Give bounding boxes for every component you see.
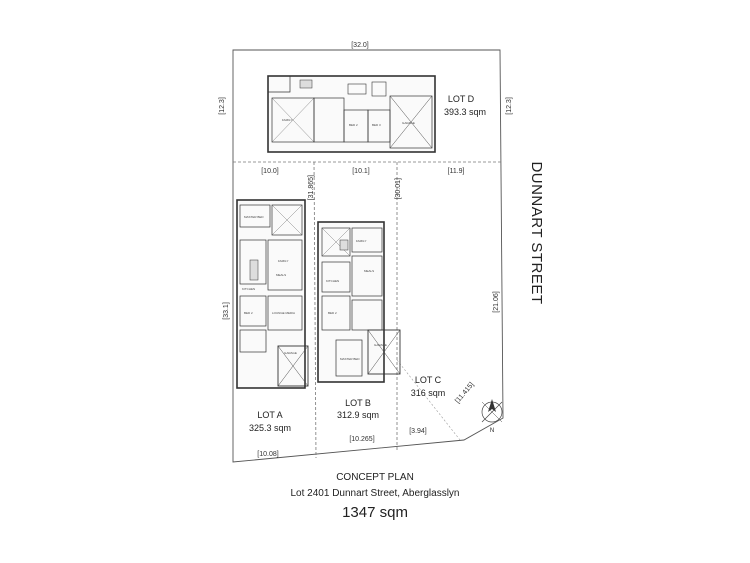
dim-lot-b-right: [30.01]	[395, 178, 402, 199]
lot-b-kitchen-label: KITCHEN	[326, 279, 339, 283]
lot-a-house: MASTER BED FAMILY MEALS KITCHEN BED 2 LO…	[236, 199, 309, 389]
dim-lot-a-side: [33.1]	[223, 302, 230, 320]
caption-total-area: 1347 sqm	[342, 504, 408, 521]
lot-b-meals-label: MEALS	[364, 269, 374, 273]
lot-b-garage-label: GARAGE	[374, 343, 387, 347]
dim-bottom-c: [3.94]	[409, 428, 427, 435]
lot-a-family-label: FAMILY	[278, 259, 288, 263]
lot-d-family-label: FAMILY	[282, 118, 292, 122]
north-label: N	[490, 428, 494, 434]
lot-d-bed-label: BED 2	[349, 123, 358, 127]
dim-lot-d-right: [12.3]	[506, 97, 513, 115]
dim-lot-d-left: [12.3]	[219, 97, 226, 115]
dim-bottom-b: [10.265]	[349, 436, 374, 443]
lot-b-name: LOT B	[345, 398, 371, 408]
lot-d-bed3-label: BED 3	[372, 123, 381, 127]
lot-c-area: 316 sqm	[411, 388, 446, 398]
lot-a-name: LOT A	[257, 410, 282, 420]
lot-b-family-label: FAMILY	[356, 239, 366, 243]
dim-lot-c-side: [21.06]	[493, 291, 500, 312]
lot-a-lounge-label: LOUNGE MEDIA	[272, 311, 295, 315]
dim-mid-c: [11.9]	[448, 168, 465, 175]
dim-lot-b-left: [31.865]	[308, 175, 315, 200]
site-boundary	[232, 49, 504, 463]
lot-d-area: 393.3 sqm	[444, 107, 486, 117]
dim-lot-c-diag: [11.415]	[454, 381, 475, 405]
dim-mid-a: [10.0]	[261, 168, 279, 175]
caption-title: CONCEPT PLAN	[336, 472, 414, 483]
lot-a-b-boundary	[313, 161, 317, 459]
street-name: DUNNART STREET	[528, 161, 545, 304]
caption-subtitle: Lot 2401 Dunnart Street, Aberglasslyn	[290, 488, 460, 499]
lot-b-house: FAMILY MEALS KITCHEN BED 2 MASTER BED GA…	[317, 221, 401, 383]
dim-top: [32.0]	[351, 42, 369, 49]
lot-a-garage-label: GARAGE	[284, 351, 297, 355]
lot-a-bed2-label: BED 2	[244, 311, 253, 315]
dim-mid-b: [10.1]	[352, 168, 370, 175]
lot-c-name: LOT C	[415, 375, 442, 385]
north-arrow-icon: N	[481, 399, 503, 434]
lot-d-garage-label: GARAGE	[402, 121, 415, 125]
lot-a-master-label: MASTER BED	[244, 215, 264, 219]
lot-a-kitchen-label: KITCHEN	[242, 287, 255, 291]
lot-d-name: LOT D	[448, 94, 475, 104]
lot-b-master-label: MASTER BED	[340, 357, 360, 361]
lot-d-house: FAMILY BED 2 BED 3 GARAGE	[267, 75, 436, 153]
lot-a-area: 325.3 sqm	[249, 423, 291, 433]
lot-b-bed2-label: BED 2	[328, 311, 337, 315]
lot-a-meals-label: MEALS	[276, 273, 286, 277]
lot-b-area: 312.9 sqm	[337, 410, 379, 420]
lot-c-inner-boundary	[396, 359, 461, 441]
dim-bottom-a: [10.08]	[257, 451, 278, 458]
